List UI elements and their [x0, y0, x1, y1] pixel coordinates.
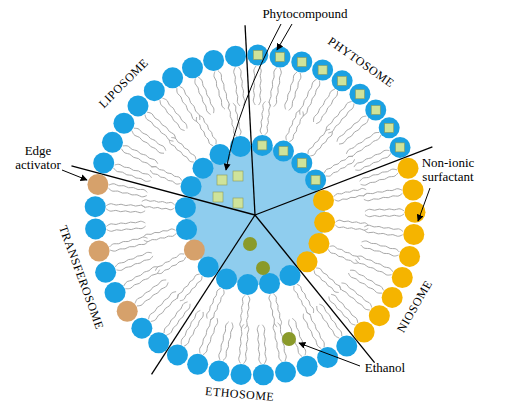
sector-divider — [255, 215, 375, 363]
leader-line — [226, 24, 281, 170]
phytocompound — [213, 192, 223, 202]
callout-label: Non-ionic surfactant — [400, 156, 496, 185]
sector-divider — [152, 215, 255, 374]
leader-line — [418, 188, 430, 221]
phytocompound — [233, 171, 243, 181]
ethanol-molecule — [282, 332, 296, 346]
phytocompound — [217, 175, 227, 185]
vesicle-name: LIPOSOME — [97, 57, 152, 112]
ethanol-molecule — [256, 261, 270, 275]
callout-label: Ethanol — [357, 361, 413, 375]
vesicle-name: ETHOSOME — [205, 385, 275, 404]
phytocompound — [233, 198, 243, 208]
callout-label: Phytocompound — [257, 7, 353, 21]
callout-label: Edge activator — [6, 144, 70, 173]
vesicle-name: TRANSFEROSOME — [56, 224, 106, 332]
leader-line — [62, 170, 87, 180]
leader-line — [299, 343, 360, 366]
lipid-heads — [85, 45, 426, 386]
vesicle-name: NIOSOME — [395, 279, 436, 336]
vesicle-name: PHYTOSOME — [325, 35, 396, 90]
ethanol-molecule — [243, 237, 257, 251]
